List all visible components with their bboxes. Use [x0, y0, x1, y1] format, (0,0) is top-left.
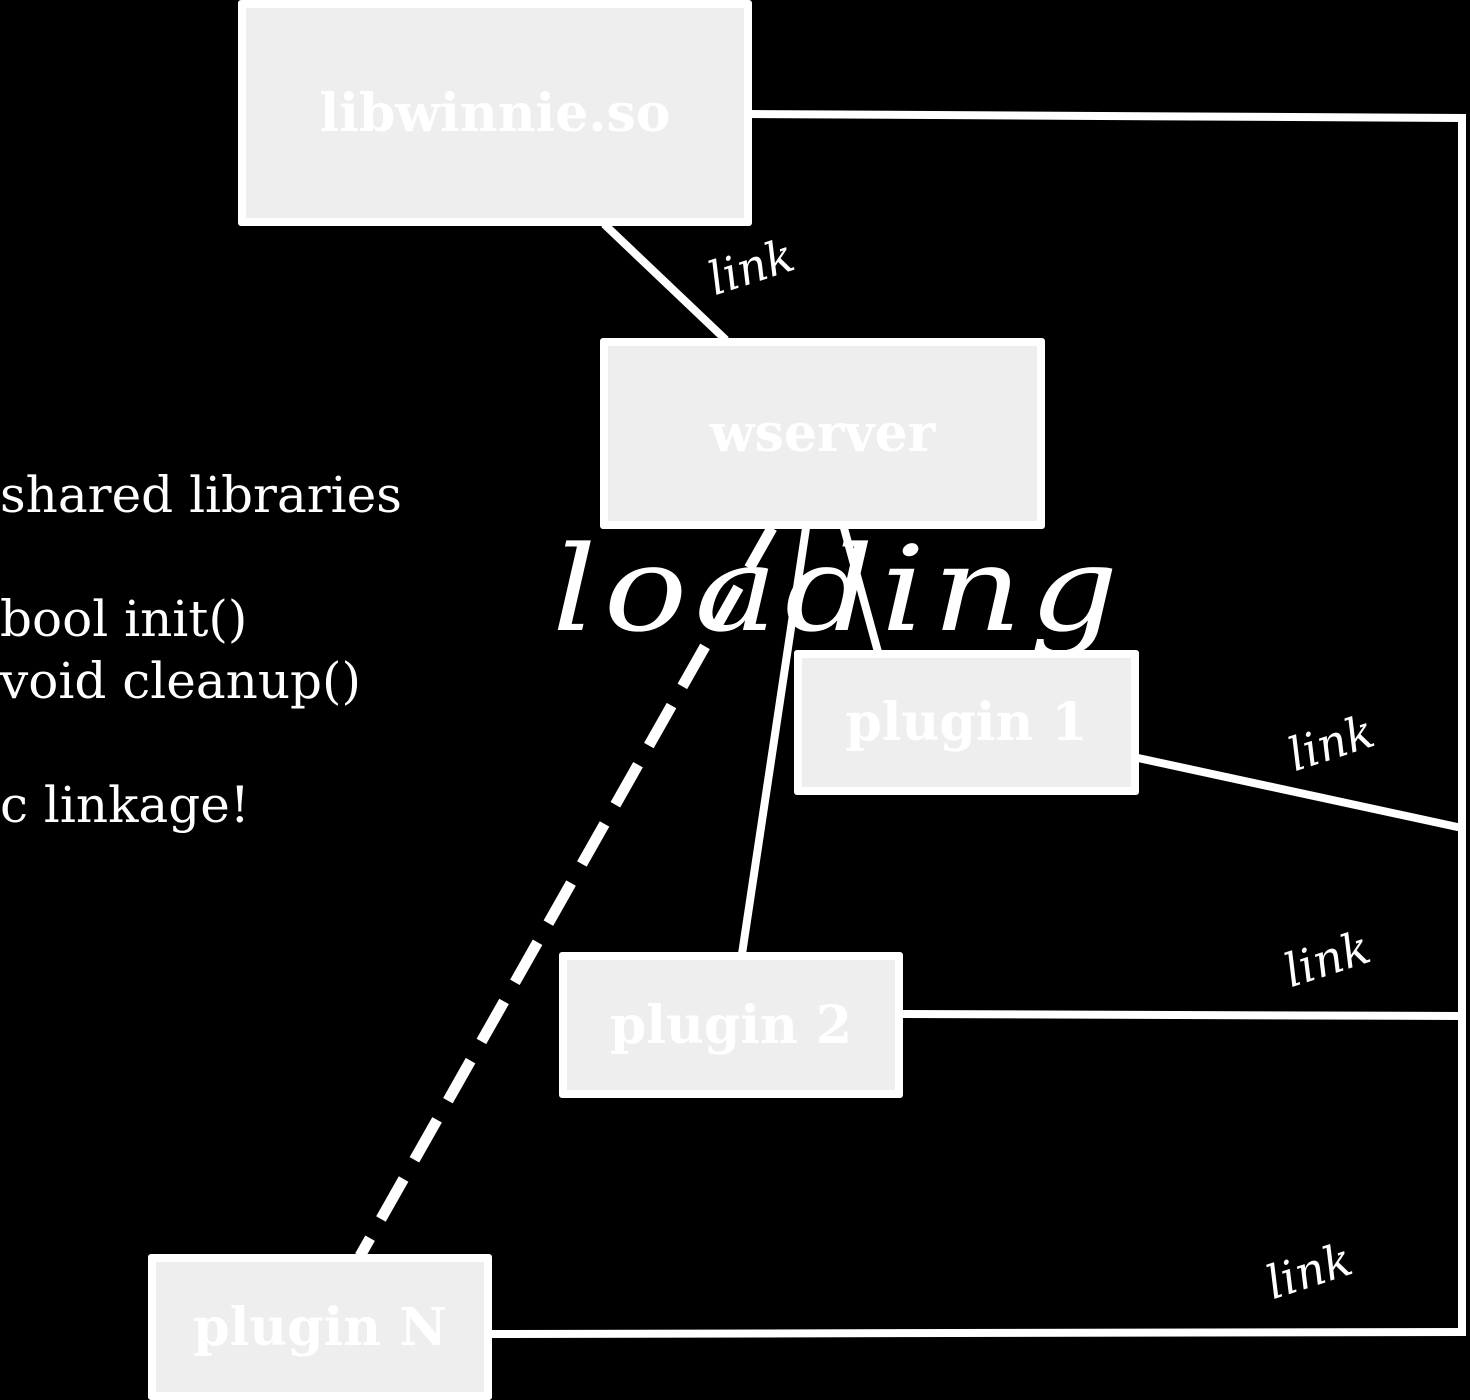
edge-pluginN-bus: [489, 1328, 1463, 1338]
side-notes: shared libraries bool init() void cleanu…: [0, 464, 402, 836]
node-libwinnie: libwinnie.so: [238, 0, 752, 226]
note-cleanup: void cleanup(): [0, 652, 362, 710]
edge-wserver-plugin2: [738, 527, 810, 955]
node-plugin-n-label: plugin N: [193, 1296, 447, 1358]
edge-label-loading: loading: [552, 520, 1126, 658]
edge-wserver-pluginN: [355, 525, 777, 1259]
note-init: bool init(): [0, 590, 248, 648]
note-spacer: [0, 712, 402, 774]
edge-libwinnie-wserver: [601, 221, 729, 343]
edge-plugin2-bus: [901, 1010, 1463, 1020]
node-plugin-1: plugin 1: [794, 650, 1139, 795]
node-plugin-2: plugin 2: [559, 952, 903, 1098]
node-libwinnie-label: libwinnie.so: [319, 82, 671, 144]
edge-wserver-plugin1: [840, 526, 882, 654]
note-shared-libraries: shared libraries: [0, 466, 402, 524]
node-wserver: wserver: [600, 338, 1045, 529]
node-plugin-1-label: plugin 1: [845, 692, 1088, 753]
node-wserver-label: wserver: [709, 403, 936, 464]
node-plugin-2-label: plugin 2: [609, 994, 853, 1056]
note-linkage: c linkage!: [0, 776, 250, 834]
edge-plugin1-bus: [1137, 754, 1463, 832]
note-spacer: [0, 526, 402, 588]
edge-libwinnie-bus: [749, 110, 1466, 1336]
node-plugin-n: plugin N: [148, 1254, 492, 1400]
